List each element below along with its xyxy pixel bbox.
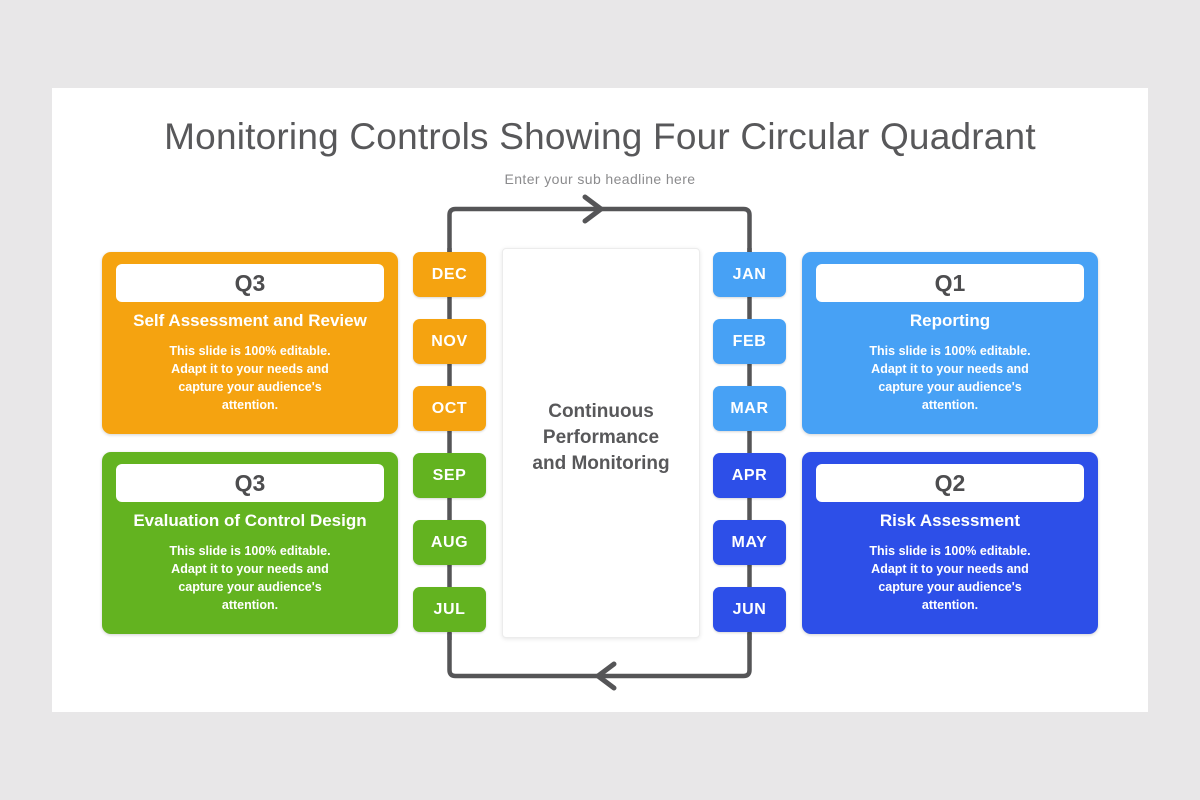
quadrant-card-self-assessment[interactable]: Q3 Self Assessment and Review This slide… [102,252,398,434]
quarter-badge: Q3 [116,464,384,502]
body-line-1: This slide is 100% editable. [169,344,331,358]
quarter-badge: Q3 [116,264,384,302]
slide-canvas: Monitoring Controls Showing Four Circula… [52,88,1148,712]
month-chip-jun[interactable]: JUN [713,587,786,632]
month-chip-jan[interactable]: JAN [713,252,786,297]
body-line-4: attention. [221,398,279,412]
month-chip-mar[interactable]: MAR [713,386,786,431]
body-line-3: capture your audience's [878,580,1022,594]
card-body-text: This slide is 100% editable. Adapt it to… [124,342,376,414]
top-flow-line [447,206,752,252]
bottom-arrowhead-left-icon [595,661,617,691]
body-line-3: capture your audience's [178,380,322,394]
page-title: Monitoring Controls Showing Four Circula… [164,116,1036,157]
quadrant-card-reporting[interactable]: Q1 Reporting This slide is 100% editable… [802,252,1098,434]
month-chip-aug[interactable]: AUG [413,520,486,565]
center-line-1: Continuous [548,401,654,422]
month-chip-oct[interactable]: OCT [413,386,486,431]
card-heading: Evaluation of Control Design [133,511,367,530]
month-chip-jul[interactable]: JUL [413,587,486,632]
bottom-flow-line [447,633,752,679]
quarter-badge: Q1 [816,264,1084,302]
month-chip-nov[interactable]: NOV [413,319,486,364]
card-heading: Risk Assessment [879,511,1021,530]
body-line-1: This slide is 100% editable. [869,544,1031,558]
body-line-2: Adapt it to your needs and [871,562,1029,576]
top-arrowhead-right-icon [582,194,604,224]
card-body-text: This slide is 100% editable. Adapt it to… [124,542,376,614]
body-line-3: capture your audience's [878,380,1022,394]
card-heading: Self Assessment and Review [133,311,367,330]
page-subtitle: Enter your sub headline here [504,171,696,187]
quadrant-card-risk-assessment[interactable]: Q2 Risk Assessment This slide is 100% ed… [802,452,1098,634]
center-line-2: Performance [542,427,660,448]
month-chip-may[interactable]: MAY [713,520,786,565]
quarter-badge: Q2 [816,464,1084,502]
quadrant-card-evaluation-of-control-design[interactable]: Q3 Evaluation of Control Design This sli… [102,452,398,634]
month-chip-apr[interactable]: APR [713,453,786,498]
body-line-4: attention. [921,398,979,412]
body-line-4: attention. [921,598,979,612]
card-body-text: This slide is 100% editable. Adapt it to… [824,542,1076,614]
card-body-text: This slide is 100% editable. Adapt it to… [824,342,1076,414]
body-line-2: Adapt it to your needs and [871,362,1029,376]
body-line-3: capture your audience's [178,580,322,594]
center-line-3: and Monitoring [532,453,670,474]
body-line-1: This slide is 100% editable. [169,544,331,558]
body-line-2: Adapt it to your needs and [171,362,329,376]
month-chip-sep[interactable]: SEP [413,453,486,498]
body-line-1: This slide is 100% editable. [869,344,1031,358]
month-chip-dec[interactable]: DEC [413,252,486,297]
center-panel-text: Continuous Performance and Monitoring [503,399,699,477]
body-line-4: attention. [221,598,279,612]
month-chip-feb[interactable]: FEB [713,319,786,364]
center-panel[interactable]: Continuous Performance and Monitoring [502,248,700,638]
body-line-2: Adapt it to your needs and [171,562,329,576]
card-heading: Reporting [909,311,991,330]
